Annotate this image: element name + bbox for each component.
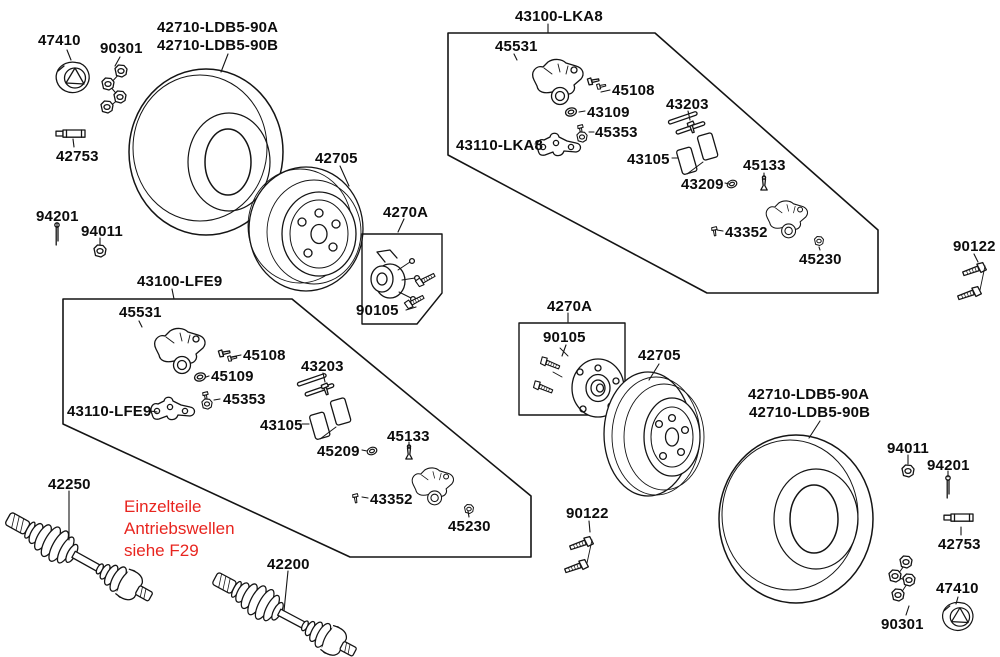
part-label-45531-left: 45531 [119,304,162,321]
part-label-43105-right: 43105 [627,151,670,168]
part-label-90301-bottomright: 90301 [881,616,924,633]
wheel-rim-right-drawing [603,371,705,497]
part-label-90122-right: 90122 [953,238,996,255]
part-label-45133-left: 45133 [387,428,430,445]
region-outline-43100-LKA8 [447,32,879,294]
part-label-43110-LFE9: 43110-LFE9 [67,403,152,420]
part-label-tire-b-bottomright: 42710-LDB5-90B [749,404,871,421]
part-label-45230-left: 45230 [448,518,491,535]
hub-cap-bottomright-drawing [942,601,974,632]
part-label-4270A-right: 4270A [547,298,593,315]
driveshaft-reference-note: Einzelteile Antriebswellen siehe F29 [124,496,235,562]
nut-bottomright-drawing [901,464,915,478]
lug-nuts-bottomright-drawing [888,555,916,602]
part-label-42753-topleft: 42753 [56,148,99,165]
part-label-90301-topleft: 90301 [100,40,143,57]
part-label-94201-bottomright: 94201 [927,457,970,474]
driveshaft-42200-drawing [206,562,363,657]
part-label-42705-left: 42705 [315,150,358,167]
nut-topleft-drawing [93,244,107,258]
hub-left-drawing [370,249,437,310]
region-label-43100-LKA8: 43100-LKA8 [515,8,603,25]
part-label-45353-left: 45353 [223,391,266,408]
caliper-bracket-right-drawing [765,200,809,239]
part-label-43203-right: 43203 [666,96,709,113]
part-label-tire-a-bottomright: 42710-LDB5-90A [748,386,870,403]
part-label-43352-left: 43352 [370,491,413,508]
hub-cap-topleft-drawing [55,61,90,94]
part-label-90105-right: 90105 [543,329,586,346]
hub-box-left-outline [361,233,443,325]
wheel-rim-left-drawing [247,166,364,292]
part-label-45108-left: 45108 [243,347,286,364]
pads-left-drawing [308,396,352,441]
region-label-43100-LFE9: 43100-LFE9 [137,273,223,290]
note-line-3: siehe F29 [124,541,199,560]
part-label-47410-topleft: 47410 [38,32,81,49]
pins-right-drawing [667,110,706,136]
part-label-90105-left: 90105 [356,302,399,319]
part-label-4270A-left: 4270A [383,204,429,221]
part-label-43352-right: 43352 [725,224,768,241]
caliper-left-drawing [154,327,206,375]
bracket-left-drawing [150,396,196,421]
part-label-94201-topleft: 94201 [36,208,79,225]
tire-front-left-drawing [128,68,284,236]
region-outline-43100-LFE9 [62,298,532,558]
part-label-42705-right: 42705 [638,347,681,364]
bolts-90122-bottom-drawing [563,535,595,576]
part-label-43209-right: 43209 [681,176,724,193]
part-label-tire-b-topleft: 42710-LDB5-90B [157,37,279,54]
leader-lines [56,23,979,616]
part-label-42250: 42250 [48,476,91,493]
cotter-pin-bottomright-drawing [945,475,951,499]
caliper-bracket-left-drawing [411,467,455,506]
part-label-45109-left: 45109 [211,368,254,385]
part-label-43105-left: 43105 [260,417,303,434]
part-label-45108-right: 45108 [612,82,655,99]
part-label-47410-bottomright: 47410 [936,580,979,597]
note-line-2: Antriebswellen [124,519,235,538]
bolts-90122-right-drawing [956,261,988,303]
part-label-45230-right: 45230 [799,251,842,268]
part-label-42200: 42200 [267,556,310,573]
note-line-1: Einzelteile [124,497,202,516]
bracket-right-drawing [536,132,582,157]
part-label-94011-topleft: 94011 [81,223,123,240]
part-label-42753-bottomright: 42753 [938,536,981,553]
part-label-tire-a-topleft: 42710-LDB5-90A [157,19,279,36]
wheel-weight-bottomright-drawing [943,513,974,522]
part-label-94011-bottomright: 94011 [887,440,929,457]
part-label-45531-right: 45531 [495,38,538,55]
lug-nuts-topleft-drawing [100,64,128,114]
part-label-43203-left: 43203 [301,358,344,375]
part-label-45209-left: 45209 [317,443,360,460]
part-label-43110-LKA8: 43110-LKA8 [456,137,544,154]
caliper-right-drawing [532,58,584,106]
part-label-45133-right: 45133 [743,157,786,174]
part-label-90122-bottom: 90122 [566,505,609,522]
part-label-43109-right: 43109 [587,104,630,121]
tire-rear-right-drawing [718,434,874,604]
pins-left-drawing [296,372,335,398]
part-label-45353-right: 45353 [595,124,638,141]
pads-right-drawing [675,131,719,176]
wheel-weight-topleft-drawing [55,129,86,138]
hub-box-right-outline [518,322,626,416]
